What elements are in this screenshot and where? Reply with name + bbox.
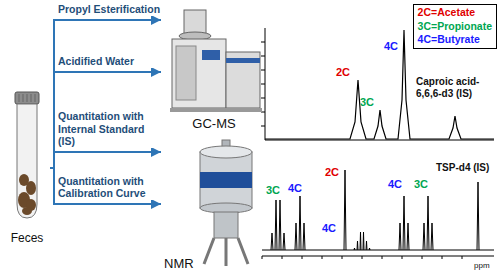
- ms-unit: [226, 52, 260, 108]
- node-label: Feces: [11, 232, 44, 246]
- peak-label: 4C: [388, 178, 402, 191]
- magnet-legs: [204, 238, 248, 266]
- bench: [170, 108, 262, 112]
- arrow-label: Quantitation with Internal Standard (IS): [58, 110, 164, 148]
- arrow-label: Quantitation with Calibration Curve: [58, 175, 164, 200]
- node-label: NMR: [164, 257, 194, 272]
- peak-label: 2C: [336, 66, 350, 79]
- nmr-art: [162, 138, 262, 274]
- magnet-band: [200, 172, 252, 188]
- legend-entry: 2C=Acetate: [418, 6, 492, 20]
- legend-entry: 4C=Butyrate: [418, 33, 492, 47]
- standard-label: Caproic acid-6,6,6-d3 (IS): [416, 76, 496, 99]
- tube-ribs: [19, 94, 35, 102]
- peak-label: 2C: [325, 166, 339, 179]
- arrow-connector: [50, 152, 161, 168]
- peak-label: 4C: [384, 40, 398, 53]
- legend-text: 2C=Acetate: [418, 6, 476, 18]
- peak-label: 3C: [360, 96, 374, 109]
- tube-art: [4, 88, 50, 248]
- legend-text: 4C=Butyrate: [418, 33, 480, 45]
- peak-label: 4C: [288, 182, 302, 195]
- sample-tube-node: Feces: [4, 88, 50, 248]
- feces-pellets: [18, 174, 36, 215]
- nmr-trace: [262, 170, 494, 250]
- peak-label: 3C: [414, 178, 428, 191]
- gc-oven: [172, 39, 226, 108]
- tube-cap: [15, 92, 39, 104]
- nmr-node: NMR: [162, 138, 262, 274]
- axis-label: ppm: [474, 261, 490, 270]
- gcms-art: [162, 6, 266, 134]
- arrow-label: Propyl Esterification: [58, 3, 164, 16]
- legend-text: 3C=Propionate: [418, 20, 492, 32]
- gcms-node: GC-MS: [162, 6, 266, 134]
- legend-entry: 3C=Propionate: [418, 20, 492, 34]
- magnet-body: [200, 152, 252, 208]
- standard-label: TSP-d4 (IS): [436, 162, 489, 174]
- nmr-axis: [262, 256, 494, 259]
- node-label: GC-MS: [192, 117, 235, 132]
- arrow-label: Acidified Water: [58, 55, 164, 68]
- magnet-top: [200, 146, 252, 158]
- magnet-stand: [214, 212, 238, 238]
- ms-stripe: [226, 58, 260, 63]
- nmr-spectrum: [262, 170, 494, 259]
- tube-body: [17, 104, 37, 218]
- peak-label: 4C: [322, 222, 336, 235]
- gc-door: [176, 46, 196, 100]
- peak-label: 3C: [266, 184, 280, 197]
- legend-box: 2C=Acetate 3C=Propionate4C=Butyrate: [413, 4, 497, 49]
- gc-keypad: [202, 50, 220, 60]
